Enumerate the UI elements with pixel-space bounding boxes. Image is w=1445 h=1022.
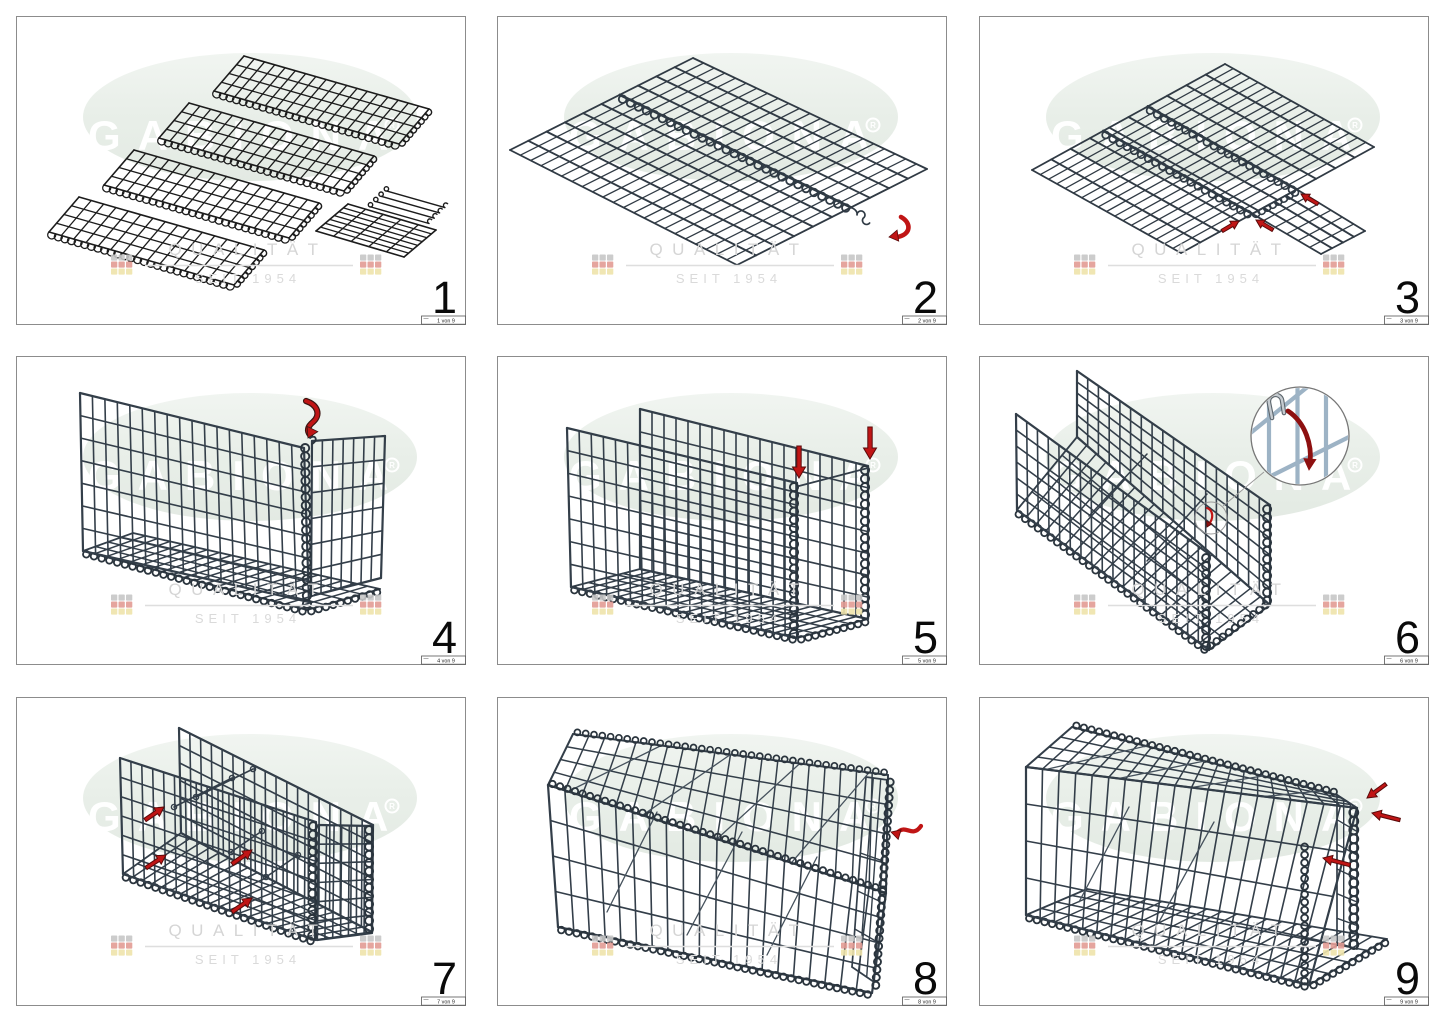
svg-text:R: R — [870, 461, 876, 470]
svg-text:R: R — [389, 802, 395, 811]
svg-text:4: 4 — [432, 612, 457, 663]
svg-text:8 von 9: 8 von 9 — [918, 1000, 936, 1006]
svg-text:7: 7 — [432, 953, 457, 1004]
svg-text:7 von 9: 7 von 9 — [437, 1000, 455, 1006]
svg-text:QUALITÄT: QUALITÄT — [649, 580, 808, 599]
svg-text:QUALITÄT: QUALITÄT — [168, 921, 327, 940]
svg-text:GABIONA: GABIONA — [569, 793, 886, 840]
svg-text:1 von 9: 1 von 9 — [437, 319, 455, 325]
svg-text:SEIT 1954: SEIT 1954 — [1158, 271, 1264, 286]
svg-text:9: 9 — [1395, 953, 1420, 1004]
svg-text:8: 8 — [913, 953, 938, 1004]
svg-text:R: R — [1352, 461, 1358, 470]
svg-text:6 von 9: 6 von 9 — [1400, 659, 1418, 665]
svg-text:SEIT 1954: SEIT 1954 — [676, 952, 782, 967]
svg-text:R: R — [870, 802, 876, 811]
svg-text:QUALITÄT: QUALITÄT — [1131, 240, 1290, 259]
svg-text:R: R — [870, 121, 876, 130]
svg-text:SEIT 1954: SEIT 1954 — [195, 271, 301, 286]
svg-text:SEIT 1954: SEIT 1954 — [676, 271, 782, 286]
svg-text:SEIT 1954: SEIT 1954 — [195, 611, 301, 626]
svg-text:QUALITÄT: QUALITÄT — [649, 921, 808, 940]
svg-text:QUALITÄT: QUALITÄT — [168, 580, 327, 599]
svg-text:SEIT 1954: SEIT 1954 — [1158, 611, 1264, 626]
svg-text:3 von 9: 3 von 9 — [1400, 319, 1418, 325]
svg-text:5 von 9: 5 von 9 — [918, 659, 936, 665]
svg-text:QUALITÄT: QUALITÄT — [1131, 580, 1290, 599]
svg-text:SEIT 1954: SEIT 1954 — [195, 952, 301, 967]
svg-text:R: R — [389, 121, 395, 130]
svg-text:5: 5 — [913, 612, 938, 663]
svg-text:QUALITÄT: QUALITÄT — [1131, 921, 1290, 940]
svg-text:2 von 9: 2 von 9 — [918, 319, 936, 325]
svg-text:R: R — [389, 461, 395, 470]
svg-text:4 von 9: 4 von 9 — [437, 659, 455, 665]
svg-text:QUALITÄT: QUALITÄT — [649, 240, 808, 259]
svg-text:SEIT 1954: SEIT 1954 — [676, 611, 782, 626]
svg-text:9 von 9: 9 von 9 — [1400, 1000, 1418, 1006]
svg-text:R: R — [1352, 121, 1358, 130]
svg-text:GABIONA: GABIONA — [569, 112, 886, 159]
svg-text:1: 1 — [432, 272, 457, 323]
svg-text:6: 6 — [1395, 612, 1420, 663]
svg-text:GABIONA: GABIONA — [88, 452, 405, 499]
svg-text:3: 3 — [1395, 272, 1420, 323]
svg-text:SEIT 1954: SEIT 1954 — [1158, 952, 1264, 967]
svg-text:2: 2 — [913, 272, 938, 323]
svg-text:QUALITÄT: QUALITÄT — [168, 240, 327, 259]
